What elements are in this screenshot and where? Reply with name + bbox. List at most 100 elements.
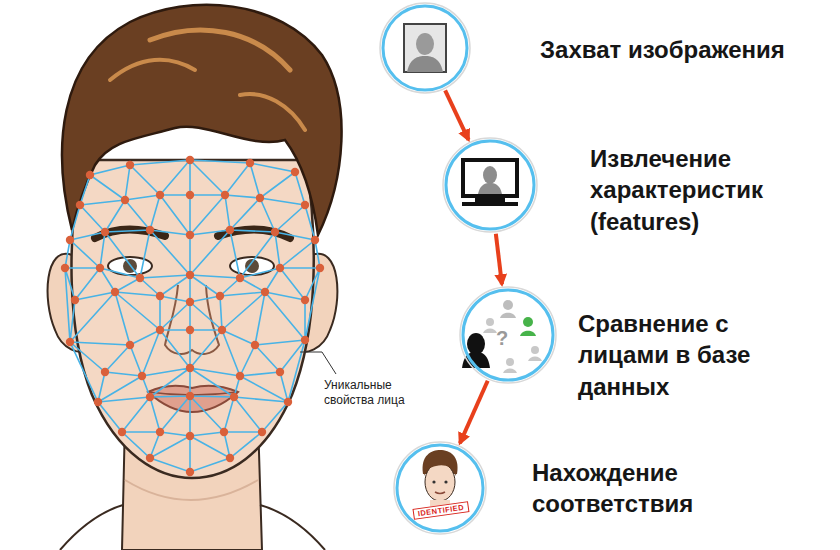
mesh-point bbox=[258, 428, 266, 436]
mesh-point bbox=[126, 341, 134, 349]
mesh-point bbox=[111, 288, 119, 296]
mesh-point bbox=[246, 159, 254, 167]
step-circle: Извлечение характеристик (features) bbox=[444, 139, 536, 231]
hair-part bbox=[110, 60, 195, 80]
circle-shadow bbox=[394, 442, 486, 534]
circle-ring bbox=[446, 141, 534, 229]
mesh-point bbox=[276, 264, 284, 272]
mesh-point bbox=[316, 264, 324, 272]
neck-part bbox=[60, 505, 123, 550]
step-icons-part bbox=[483, 166, 497, 184]
face-outline bbox=[71, 160, 313, 478]
mesh-point bbox=[186, 271, 194, 279]
mesh-point bbox=[156, 191, 164, 199]
circle-ring bbox=[397, 445, 483, 531]
step-icons-part bbox=[404, 24, 446, 72]
step-icons-part bbox=[425, 463, 455, 501]
step-icons-part bbox=[486, 318, 494, 326]
mesh-point bbox=[156, 326, 164, 334]
mesh-point bbox=[236, 274, 244, 282]
step-label: Нахождение соответствия bbox=[532, 457, 752, 519]
mesh-point bbox=[236, 372, 244, 380]
mesh-point bbox=[186, 392, 194, 400]
mesh-point bbox=[146, 454, 154, 462]
flow-arrow bbox=[460, 381, 488, 444]
step-circle: Захват изображения bbox=[381, 4, 469, 92]
step-icons-part bbox=[461, 288, 555, 382]
mesh-point bbox=[61, 264, 69, 272]
step-icons-part bbox=[462, 202, 518, 206]
mesh-point bbox=[186, 432, 194, 440]
step-icons-part bbox=[520, 331, 536, 336]
step-icons-part bbox=[416, 33, 434, 55]
mesh-point bbox=[186, 364, 194, 372]
mesh-point bbox=[186, 468, 194, 476]
hair-part bbox=[150, 30, 290, 70]
mesh-point bbox=[71, 296, 79, 304]
step-icons-part bbox=[523, 317, 533, 327]
flow-arrow bbox=[445, 90, 468, 139]
step-icons-part bbox=[407, 56, 443, 72]
step-icons-part bbox=[506, 358, 514, 366]
identified-stamp: IDENTIFIED bbox=[412, 501, 469, 520]
mesh-point bbox=[138, 372, 146, 380]
mesh-point bbox=[101, 368, 109, 376]
mesh-point bbox=[94, 398, 102, 406]
mesh-point bbox=[96, 264, 104, 272]
step-icons-part bbox=[444, 139, 536, 231]
circle-ring bbox=[383, 6, 467, 90]
mesh-point bbox=[66, 236, 74, 244]
circle-shadow bbox=[460, 287, 556, 383]
step-icons-part bbox=[531, 346, 539, 354]
mesh-point bbox=[218, 326, 226, 334]
hair-part bbox=[62, 5, 341, 235]
mesh-point bbox=[146, 226, 154, 234]
mesh-point bbox=[126, 161, 134, 169]
step-icons-part bbox=[444, 480, 447, 483]
mesh-point bbox=[121, 196, 129, 204]
mesh-point bbox=[284, 398, 292, 406]
mesh-point bbox=[118, 428, 126, 436]
mesh-point bbox=[136, 274, 144, 282]
mesh-point bbox=[276, 368, 284, 376]
mesh-point bbox=[226, 454, 234, 462]
mesh-lines bbox=[65, 160, 320, 472]
mesh-point bbox=[226, 226, 234, 234]
step-icons-part bbox=[483, 329, 497, 334]
neck-part bbox=[260, 505, 325, 550]
step-icons-part bbox=[528, 357, 542, 362]
mesh-point bbox=[101, 228, 109, 236]
circle-shadow bbox=[443, 138, 537, 232]
mesh-point bbox=[186, 156, 194, 164]
step-icons-part bbox=[478, 183, 502, 194]
step-icons-part bbox=[435, 492, 445, 494]
mesh-point bbox=[261, 288, 269, 296]
mesh-point bbox=[146, 393, 154, 401]
circle-outline bbox=[444, 139, 536, 231]
step-icons-part bbox=[432, 480, 435, 483]
hair-part bbox=[240, 94, 305, 130]
mesh-point bbox=[221, 191, 229, 199]
circle-shadow bbox=[380, 3, 470, 93]
step-label: Сравнение с лицами в базе данных bbox=[578, 308, 808, 402]
mesh-point bbox=[251, 341, 259, 349]
mesh-point bbox=[230, 393, 238, 401]
circle-ring bbox=[463, 290, 553, 380]
mesh-point bbox=[156, 292, 164, 300]
leader-line bbox=[300, 352, 336, 374]
mesh-point bbox=[311, 236, 319, 244]
step-icons-part bbox=[503, 369, 517, 374]
step-icons-part bbox=[503, 300, 513, 310]
mesh-point bbox=[301, 201, 309, 209]
step-icons bbox=[381, 4, 555, 533]
mesh-point bbox=[66, 338, 74, 346]
mesh-point bbox=[216, 292, 224, 300]
step-icons-part bbox=[500, 313, 516, 318]
circle-outline bbox=[381, 4, 469, 92]
callout-text: Уникальные свойства лица bbox=[324, 378, 436, 408]
mesh-point bbox=[186, 326, 194, 334]
mesh-point bbox=[156, 428, 164, 436]
